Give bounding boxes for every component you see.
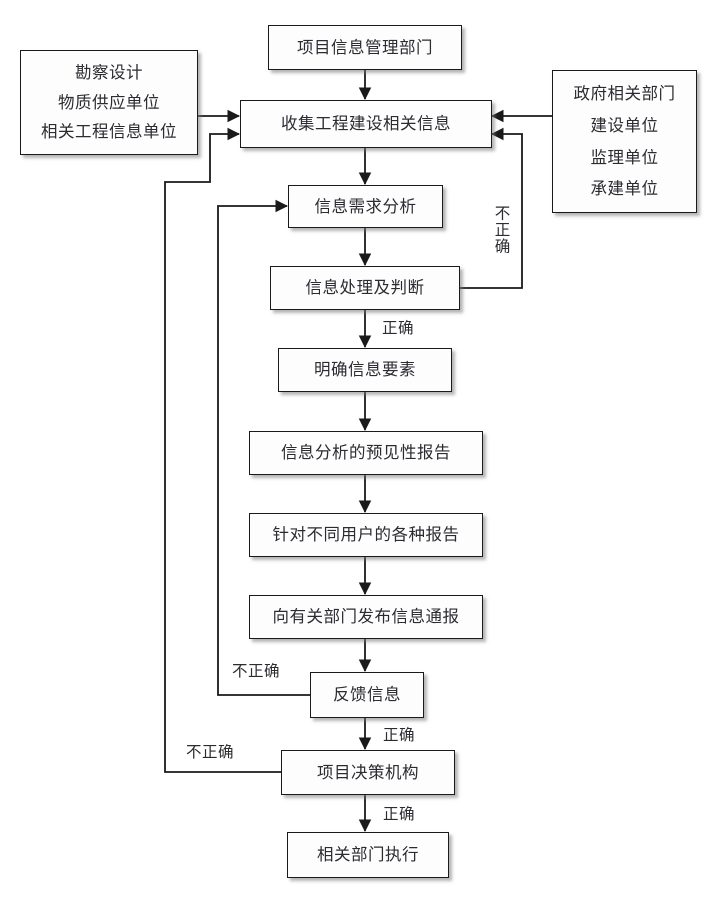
node-label-line-3: 监理单位	[590, 147, 659, 167]
node-decision-body[interactable]: 项目决策机构	[281, 750, 455, 795]
node-feedback-info[interactable]: 反馈信息	[310, 672, 424, 718]
node-label: 信息需求分析	[314, 196, 417, 216]
node-right-sources[interactable]: 政府相关部门 建设单位 监理单位 承建单位	[552, 70, 697, 213]
node-left-sources[interactable]: 勘察设计 物质供应单位 相关工程信息单位	[20, 50, 198, 155]
node-label: 收集工程建设相关信息	[281, 114, 451, 134]
node-label: 明确信息要素	[314, 360, 416, 380]
node-publish-bulletin[interactable]: 向有关部门发布信息通报	[249, 595, 483, 639]
edge-decision-incorrect-to-collect	[164, 127, 281, 773]
node-label-line-2: 物质供应单位	[58, 92, 160, 112]
node-user-reports[interactable]: 针对不同用户的各种报告	[249, 513, 483, 557]
node-label: 信息处理及判断	[305, 278, 425, 298]
node-label: 信息分析的预见性报告	[281, 443, 451, 463]
node-label-line-3: 相关工程信息单位	[41, 122, 177, 142]
edge-label-incorrect-feedback: 不正确	[232, 663, 281, 680]
node-label: 项目决策机构	[317, 762, 419, 782]
node-dept-execute[interactable]: 相关部门执行	[287, 832, 449, 878]
edge-label-correct-after-decision: 正确	[383, 806, 416, 823]
node-clarify-elements[interactable]: 明确信息要素	[278, 348, 452, 392]
edge-label-incorrect-decision: 不正确	[186, 744, 235, 761]
node-label-line-1: 勘察设计	[75, 63, 143, 83]
node-label-line-4: 承建单位	[590, 179, 659, 199]
node-label: 反馈信息	[333, 685, 401, 705]
edge-label-correct-after-feedback: 正确	[383, 727, 416, 744]
node-label-line-1: 政府相关部门	[573, 84, 676, 104]
edge-label-correct-after-judge: 正确	[382, 320, 415, 337]
node-predictive-report[interactable]: 信息分析的预见性报告	[249, 431, 483, 475]
node-label: 项目信息管理部门	[297, 37, 433, 57]
node-collect-info[interactable]: 收集工程建设相关信息	[240, 100, 492, 148]
node-demand-analysis[interactable]: 信息需求分析	[288, 185, 443, 228]
node-label: 相关部门执行	[317, 845, 419, 865]
node-label: 针对不同用户的各种报告	[272, 525, 460, 545]
node-project-info-dept[interactable]: 项目信息管理部门	[268, 25, 462, 70]
edge-feedback-incorrect-to-demand	[217, 199, 310, 696]
node-process-judge[interactable]: 信息处理及判断	[270, 266, 460, 310]
node-label: 向有关部门发布信息通报	[272, 607, 460, 627]
node-label-line-2: 建设单位	[590, 115, 659, 135]
edge-label-incorrect-right: 不正确	[492, 205, 510, 255]
edge-judge-incorrect-to-collect	[460, 127, 523, 289]
